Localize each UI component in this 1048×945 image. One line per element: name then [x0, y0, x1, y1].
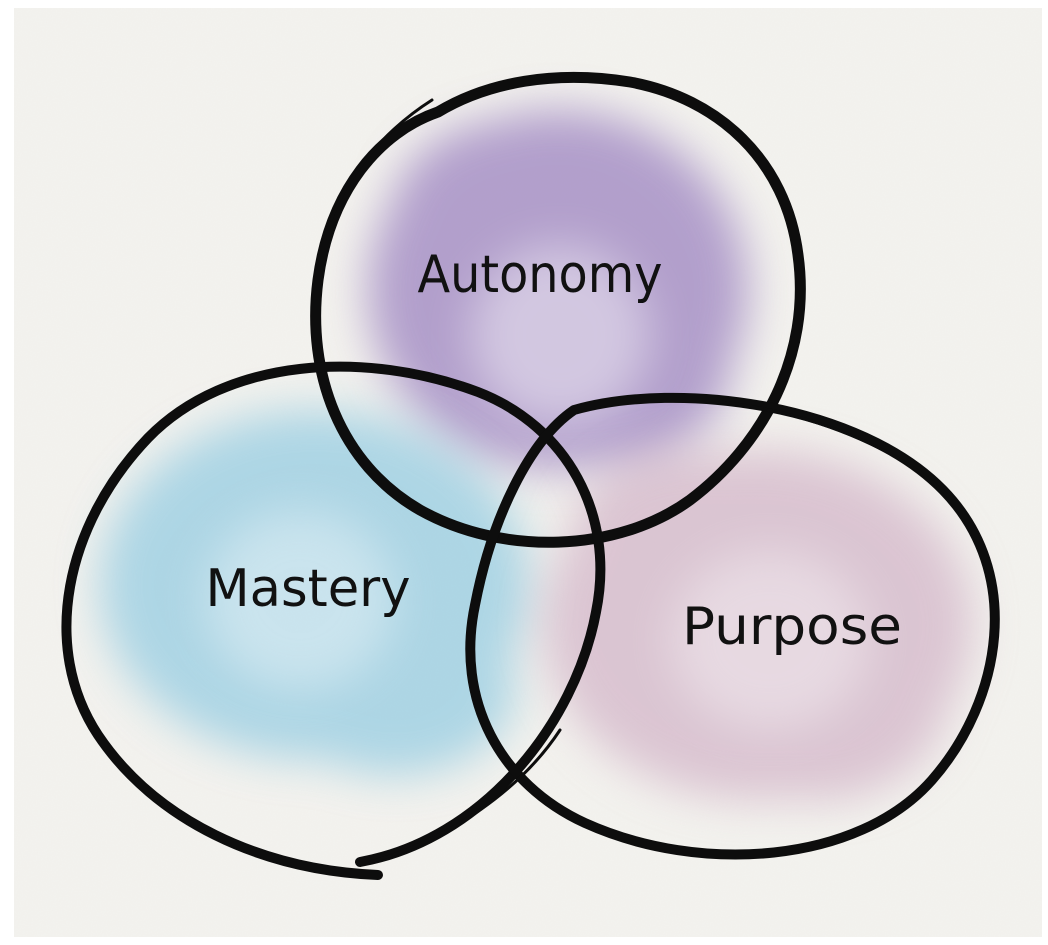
purpose-label: Purpose [682, 597, 902, 657]
mastery-center-highlight [205, 510, 395, 690]
purpose-center-highlight [670, 550, 870, 730]
mastery-circle-outline [61, 361, 606, 880]
circle-outlines [61, 71, 1000, 880]
purpose-circle-outline [465, 392, 1000, 860]
autonomy-circle-outline [310, 71, 806, 548]
mastery-sketch-stroke [368, 728, 562, 864]
autonomy-sketch-stroke [329, 98, 434, 222]
autonomy-center-highlight [470, 245, 650, 425]
labels: Autonomy Mastery Purpose [206, 245, 903, 657]
purpose-sketch-stroke [718, 400, 950, 498]
mastery-label: Mastery [206, 559, 411, 619]
watercolor-washes [100, 110, 973, 800]
autonomy-label: Autonomy [418, 245, 663, 305]
